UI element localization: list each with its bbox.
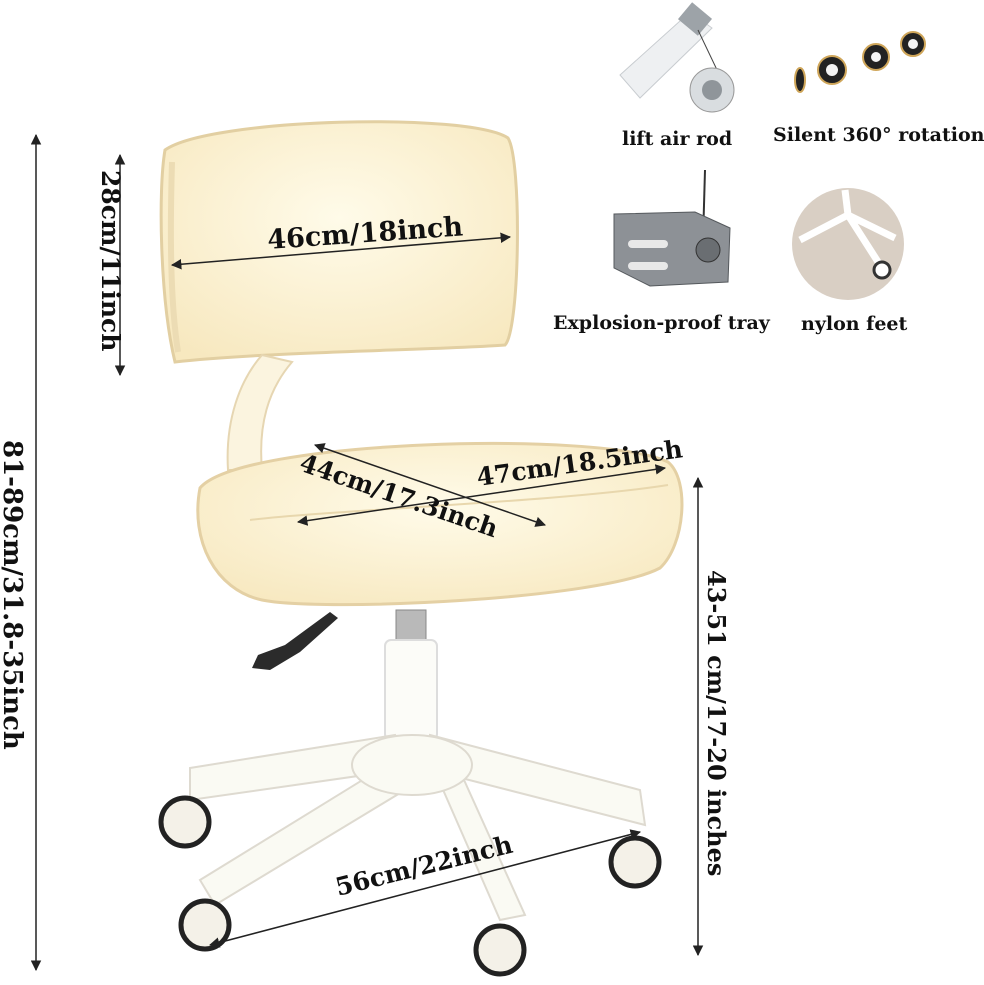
office-chair-illustration xyxy=(158,120,684,977)
backrest-height-label: 28cm/11inch xyxy=(96,170,125,351)
dimension-lines xyxy=(30,133,704,972)
caster-wheels-icon xyxy=(794,31,926,93)
feature-caption-lift-air-rod: lift air rod xyxy=(622,128,733,150)
backrest-width-line xyxy=(170,232,512,270)
feature-caption-explosion-proof-tray: Explosion-proof tray xyxy=(553,312,770,334)
feature-caption-silent-rotation: Silent 360° rotation xyxy=(773,124,984,146)
nylon-base-icon xyxy=(792,188,904,300)
seat-height-label: 43-51 cm/17-20 inches xyxy=(702,570,731,876)
five-star-base xyxy=(189,733,647,922)
base-width-line xyxy=(208,829,642,948)
chair-back-stem xyxy=(226,353,294,471)
gas-lift-rod-icon xyxy=(612,2,735,115)
feature-caption-nylon-feet: nylon feet xyxy=(801,313,908,335)
overall-height-label: 81-89cm/31.8-35inch xyxy=(0,440,27,750)
height-lever xyxy=(252,612,338,670)
seat-width-line xyxy=(296,464,667,526)
chair-tray-icon xyxy=(613,169,731,287)
